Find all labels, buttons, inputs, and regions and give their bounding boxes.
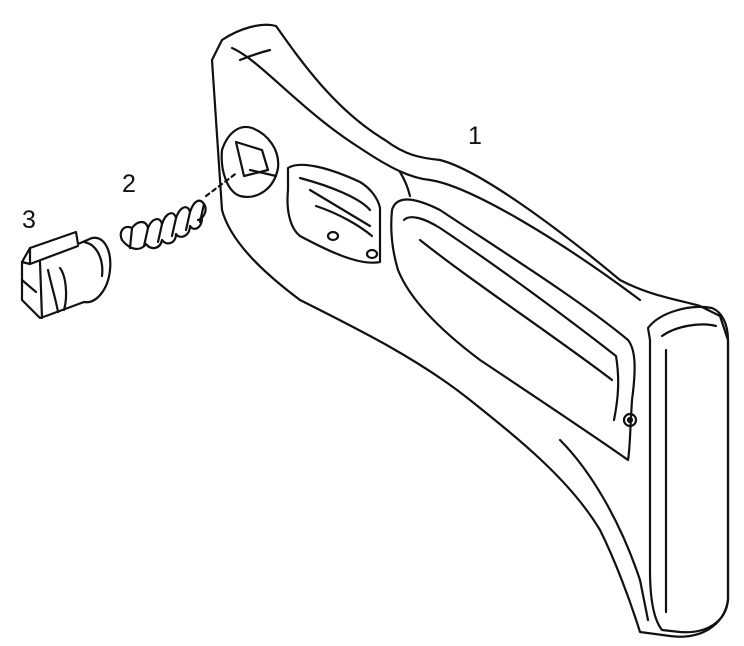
spring: [119, 170, 240, 250]
latch-plunger: [20, 230, 112, 320]
stock-body: [210, 23, 730, 638]
callout-2: 2: [122, 170, 136, 198]
callout-1: 1: [468, 122, 482, 150]
callout-3: 3: [22, 206, 36, 234]
